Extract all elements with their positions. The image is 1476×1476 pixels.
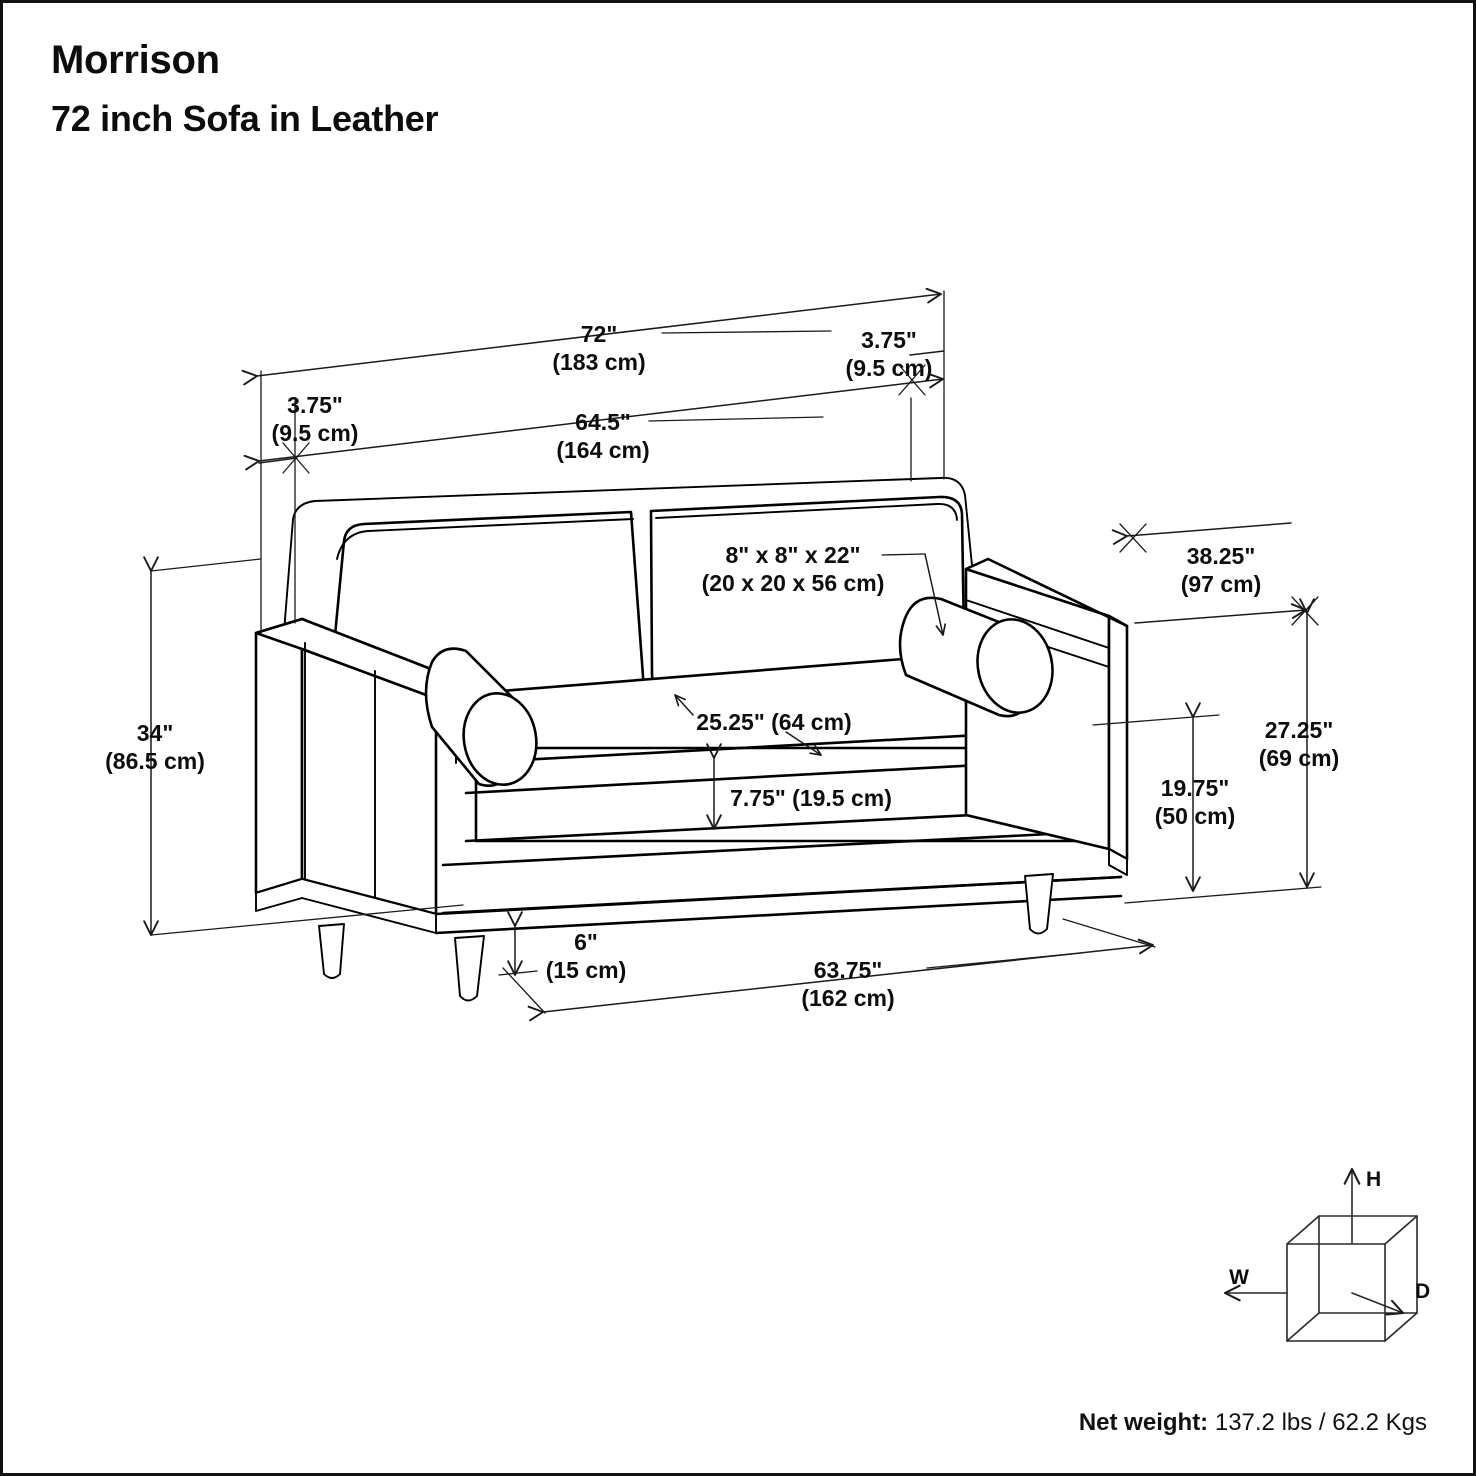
dim-label-leg-height-imperial: 6"	[574, 929, 598, 955]
sofa-plinth-bottom	[434, 894, 1123, 935]
right-arm-base-rail	[1108, 848, 1128, 876]
axis-depth-arrow	[1351, 1292, 1405, 1316]
page-title-block: Morrison 72 inch Sofa in Leather	[51, 37, 951, 141]
dim-label-inside-depth-metric: (162 cm)	[801, 985, 894, 1011]
right-arm-outer-face	[1107, 614, 1129, 861]
dim-label-right-arm-width-metric: (9.5 cm)	[846, 355, 933, 381]
dim-label-overall-depth-imperial: 38.25"	[1187, 543, 1255, 569]
dim-label-inside-depth-imperial: 63.75"	[814, 957, 882, 983]
ext-line-inside-depth-right	[1062, 918, 1156, 948]
leg-front-left	[454, 935, 485, 1002]
dim-label-inside-width-imperial: 64.5"	[575, 409, 631, 435]
leader-bolster-arrow	[924, 553, 947, 636]
dim-line-inside-width	[243, 372, 944, 471]
dim-line-left-arm-width	[258, 457, 298, 464]
dim-line-overall-depth-lower	[1134, 603, 1307, 624]
leader-bolster-horizontal	[881, 553, 926, 556]
brand-title: Morrison	[51, 38, 220, 82]
dim-line-overall-depth-upper	[1111, 522, 1292, 545]
bolster-pillow-left-end	[462, 691, 538, 787]
net-weight-label: Net weight:	[1078, 1409, 1209, 1436]
dim-label-overall-height-imperial: 34"	[137, 720, 174, 746]
hwd-cube-legend: H W D	[1223, 1167, 1430, 1342]
axis-width-label: W	[1229, 1266, 1249, 1289]
dim-label-overall-height-metric: (86.5 cm)	[105, 748, 205, 774]
ext-line-inside-depth-left	[502, 967, 546, 1014]
ext-line-height-top	[150, 558, 262, 572]
back-cushion-left-piping	[336, 518, 634, 560]
cube-edge-tl	[1286, 1215, 1320, 1245]
back-cushion-right-piping	[655, 503, 958, 521]
leg-back-left	[318, 923, 345, 979]
sofa-plinth-top	[434, 875, 1123, 916]
sofa-dimension-drawing: 72" (183 cm) 3.75" (9.5 cm) 64.5" (164 c…	[105, 287, 1430, 1342]
net-weight-value: 137.2 lbs / 62.2 Kgs	[1214, 1409, 1427, 1436]
dim-label-inside-width-metric: (164 cm)	[556, 437, 649, 463]
dim-line-seat-depth-upper	[674, 694, 694, 716]
product-title: 72 inch Sofa in Leather	[51, 98, 439, 140]
cube-back-face	[1318, 1215, 1418, 1314]
dim-label-seat-depth: 25.25" (64 cm)	[696, 709, 851, 735]
leg-front-right	[1024, 873, 1054, 935]
dim-label-leg-height-metric: (15 cm)	[546, 957, 627, 983]
cube-edge-br	[1384, 1312, 1418, 1342]
dim-label-left-arm-width-metric: (9.5 cm)	[272, 420, 359, 446]
dim-line-seat-depth-lower	[785, 731, 822, 756]
dim-line-overall-width	[241, 287, 942, 386]
right-arm-inner-seam	[965, 599, 1110, 649]
axis-height-label: H	[1366, 1168, 1381, 1191]
cube-edge-bl	[1286, 1312, 1320, 1342]
leader-overall-width	[661, 330, 832, 334]
dim-label-seat-height-imperial: 19.75"	[1161, 775, 1229, 801]
sofa-frame-top-edge	[441, 829, 1111, 867]
net-weight-row: Net weight: 137.2 lbs / 62.2 Kgs	[1079, 1409, 1427, 1437]
ext-line-leg-bottom	[498, 970, 538, 976]
left-arm-outer-face	[254, 617, 304, 895]
dim-label-overall-depth-metric: (97 cm)	[1181, 571, 1262, 597]
dim-label-cushion-thickness: 7.75" (19.5 cm)	[730, 785, 892, 811]
dimension-annotations: 72" (183 cm) 3.75" (9.5 cm) 64.5" (164 c…	[105, 287, 1340, 1022]
ext-line-height-bottom	[150, 904, 464, 936]
dim-line-right-arm-width	[909, 350, 945, 356]
leader-inside-depth	[926, 952, 1082, 969]
ext-line-arm-height-bottom	[1124, 886, 1322, 904]
dim-label-overall-width-imperial: 72"	[581, 321, 618, 347]
dim-label-arm-height-imperial: 27.25"	[1265, 717, 1333, 743]
dim-label-seat-height-metric: (50 cm)	[1155, 803, 1236, 829]
dim-label-arm-height-metric: (69 cm)	[1259, 745, 1340, 771]
bolster-pillow-right-end	[976, 618, 1054, 714]
cube-front-face	[1286, 1243, 1386, 1342]
sofa-illustration	[254, 476, 1129, 1002]
leader-inside-width	[648, 416, 824, 422]
dim-label-overall-width-metric: (183 cm)	[552, 349, 645, 375]
dim-label-bolster-imperial: 8" x 8" x 22"	[725, 542, 860, 568]
dim-label-right-arm-width-imperial: 3.75"	[861, 327, 917, 353]
axis-depth-label: D	[1415, 1280, 1430, 1303]
cube-edge-tr	[1384, 1215, 1418, 1245]
right-arm-top	[964, 557, 1129, 628]
dim-label-left-arm-width-imperial: 3.75"	[287, 392, 343, 418]
dim-label-bolster-metric: (20 x 20 x 56 cm)	[702, 570, 885, 596]
